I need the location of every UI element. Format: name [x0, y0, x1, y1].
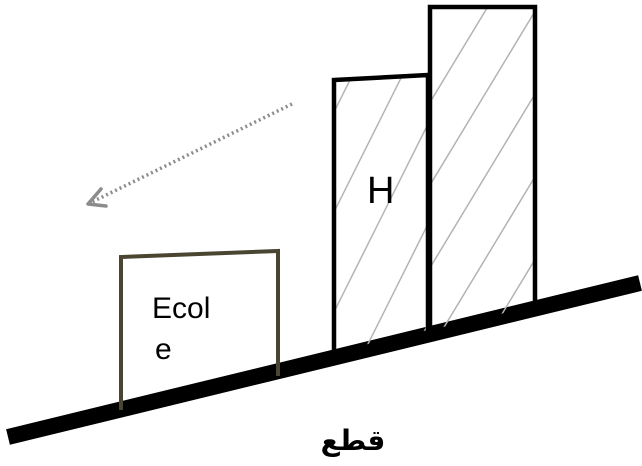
school-label-line1: Ecol	[152, 292, 210, 325]
school-label-line2: e	[155, 333, 172, 366]
dotted-arrow-icon	[86, 102, 293, 208]
school-building	[119, 248, 280, 410]
building-high	[427, 4, 538, 330]
ground-line	[6, 275, 642, 445]
section-caption: قطع	[321, 424, 386, 457]
building-hatch-high	[430, 7, 535, 330]
building-label: H	[367, 170, 394, 212]
